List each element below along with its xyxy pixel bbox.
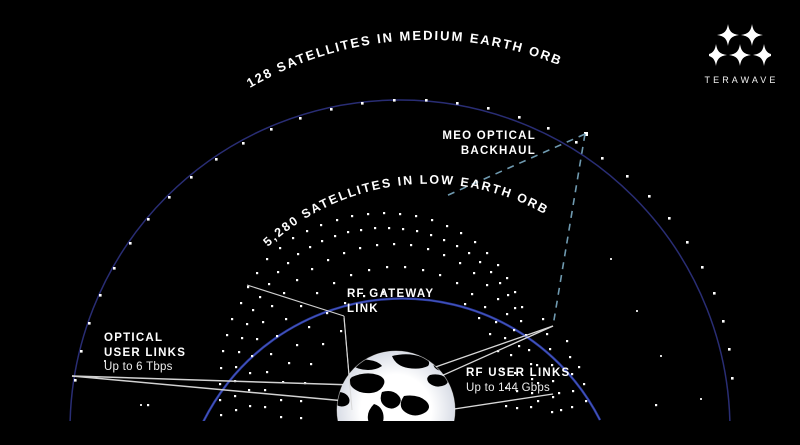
rf-gateway-ground-ray xyxy=(343,317,353,411)
optical-user-link-beams xyxy=(71,375,385,405)
leo-orbit-arc xyxy=(202,297,602,421)
letterbox-bottom xyxy=(0,421,800,445)
optical-user-line-1: OPTICAL xyxy=(104,332,164,344)
rf-user-line-1: RF USER LINKS xyxy=(466,367,571,379)
optical-user-rate: Up to 6 Tbps xyxy=(104,361,173,373)
meo-backhaul-line-2: BACKHAUL xyxy=(460,144,536,157)
meo-backhaul-satellite xyxy=(584,132,588,136)
rf-gateway-line-1: RF GATEWAY xyxy=(347,288,435,300)
rf-user-links-label: RF USER LINKS Up to 144 Gbps xyxy=(466,366,570,396)
meo-optical-backhaul-links xyxy=(445,133,586,327)
four-point-star-cluster-icon xyxy=(709,24,771,66)
meo-orbit-caption: 128 SATELLITES IN MEDIUM EARTH ORBIT xyxy=(0,0,565,91)
meo-backhaul-line-1: MEO OPTICAL xyxy=(442,130,536,142)
rf-gateway-link-label: RF GATEWAY LINK xyxy=(347,287,434,316)
optical-user-links-label: OPTICAL USER LINKS Up to 6 Tbps xyxy=(104,331,186,375)
meo-orbit-arc xyxy=(69,99,731,421)
rf-user-rate: Up to 144 Gbps xyxy=(466,381,551,394)
brand-wordmark: TERAWAVE xyxy=(704,75,779,85)
meo-satellites xyxy=(74,99,734,407)
brand-logo: TERAWAVE xyxy=(698,22,782,85)
earth-globe xyxy=(336,350,456,421)
background-stars xyxy=(104,258,702,406)
rf-gateway-line-2: LINK xyxy=(347,302,379,315)
optical-user-line-2: USER LINKS xyxy=(104,346,187,359)
meo-optical-backhaul-label: MEO OPTICAL BACKHAUL xyxy=(418,129,536,158)
